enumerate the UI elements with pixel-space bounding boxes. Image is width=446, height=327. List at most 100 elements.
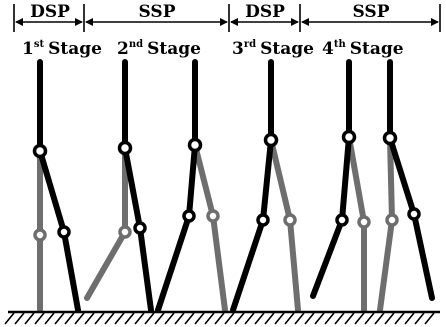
stance-leg xyxy=(387,59,435,301)
ground-hatch-mark xyxy=(154,312,165,325)
ground-hatch-mark xyxy=(304,312,315,325)
walker-figure-stage-1 xyxy=(32,59,81,313)
stance-knee-joint xyxy=(133,221,147,235)
ground-hatch-mark xyxy=(314,312,325,325)
ground-hatch-mark xyxy=(84,312,95,325)
ground-hatch-mark xyxy=(294,312,305,325)
ground-hatch-mark xyxy=(14,312,25,325)
stage-4-suffix: th xyxy=(334,39,347,50)
ground-hatch-mark xyxy=(344,312,355,325)
ground-hatch-mark xyxy=(184,312,195,325)
phase-label-dsp-2: DSP xyxy=(245,2,285,22)
ground-hatch-mark xyxy=(284,312,295,325)
ground-hatch-mark xyxy=(64,312,75,325)
stance-knee-joint xyxy=(182,209,196,223)
stage-2-number: 2 xyxy=(117,39,129,59)
ground-hatch-mark xyxy=(74,312,85,325)
ground-hatch-mark xyxy=(124,312,135,325)
ground-hatch-mark xyxy=(4,312,15,325)
ground-hatch-mark xyxy=(234,312,245,325)
phase-labels: DSP SSP DSP SSP xyxy=(30,2,394,22)
phase-label-ssp-2: SSP xyxy=(353,2,390,22)
stance-leg xyxy=(230,59,274,313)
stage-1-word: Stage xyxy=(48,39,102,59)
stance-knee-joint xyxy=(335,213,349,227)
hip-joint xyxy=(341,129,357,145)
stage-3-word: Stage xyxy=(260,39,314,59)
ground-hatch-mark xyxy=(274,312,285,325)
hip-joint xyxy=(382,130,398,146)
ground-hatch-mark xyxy=(334,312,345,325)
phase-label-ssp-1: SSP xyxy=(139,2,176,22)
ground-hatch-mark xyxy=(104,312,115,325)
walker-figure-stage-4b xyxy=(377,59,435,313)
stage-1-suffix: st xyxy=(34,39,45,50)
hip-joint xyxy=(32,143,48,159)
stage-1-number: 1 xyxy=(22,39,34,59)
stance-knee-joint xyxy=(407,207,421,221)
swing-knee-joint xyxy=(283,213,297,227)
swing-knee-joint xyxy=(33,228,47,242)
ground-hatch-mark xyxy=(244,312,255,325)
ground-hatching xyxy=(4,312,435,325)
ground-hatch-mark xyxy=(224,312,235,325)
stance-leg xyxy=(122,59,154,313)
hip-joint xyxy=(187,137,203,153)
ground-hatch-mark xyxy=(34,312,45,325)
swing-knee-joint xyxy=(118,225,132,239)
stage-label-2: 2nd Stage xyxy=(117,39,201,59)
stance-knee-joint xyxy=(256,213,270,227)
ground-hatch-mark xyxy=(24,312,35,325)
swing-knee-joint xyxy=(385,213,399,227)
ground-hatch-mark xyxy=(354,312,365,325)
ground-hatch-mark xyxy=(384,312,395,325)
walker-figure-stage-4 xyxy=(230,59,301,313)
stage-2-suffix: nd xyxy=(129,39,143,50)
hip-joint xyxy=(117,140,133,156)
stage-4-word: Stage xyxy=(350,39,404,59)
phase-label-dsp-1: DSP xyxy=(30,2,70,22)
stage-2-word: Stage xyxy=(147,39,201,59)
stance-leg xyxy=(155,59,198,313)
ground-hatch-mark xyxy=(44,312,55,325)
swing-knee-joint xyxy=(206,209,220,223)
ground-hatch-mark xyxy=(264,312,275,325)
stage-3-suffix: rd xyxy=(244,39,256,50)
ground-hatch-mark xyxy=(374,312,385,325)
ground-hatch-mark xyxy=(94,312,105,325)
ground-hatch-mark xyxy=(364,312,375,325)
ground-hatch-mark xyxy=(404,312,415,325)
stance-leg xyxy=(37,59,81,313)
phase-dividers xyxy=(13,4,441,32)
ground-hatch-mark xyxy=(424,312,435,325)
ground-hatch-mark xyxy=(114,312,125,325)
ground-hatch-mark xyxy=(254,312,265,325)
ground-hatch-mark xyxy=(204,312,215,325)
ground-hatch-mark xyxy=(174,312,185,325)
walker-figure-stage-3 xyxy=(155,59,228,313)
ground-hatch-mark xyxy=(324,312,335,325)
swing-leg xyxy=(192,142,228,313)
stance-leg xyxy=(310,59,352,299)
ground xyxy=(4,310,440,325)
ground-hatch-mark xyxy=(54,312,65,325)
ground-hatch-mark xyxy=(134,312,145,325)
ground-hatch-mark xyxy=(414,312,425,325)
ground-hatch-mark xyxy=(164,312,175,325)
stage-4-number: 4 xyxy=(322,39,334,59)
swing-leg xyxy=(84,145,128,301)
swing-knee-joint xyxy=(357,215,371,229)
ground-hatch-mark xyxy=(194,312,205,325)
ground-hatch-mark xyxy=(394,312,405,325)
walker-figure-stage-4a xyxy=(310,59,371,313)
hip-joint xyxy=(263,132,279,148)
stance-knee-joint xyxy=(57,225,71,239)
ground-hatch-mark xyxy=(144,312,155,325)
walker-figure-stage-2 xyxy=(84,59,154,313)
